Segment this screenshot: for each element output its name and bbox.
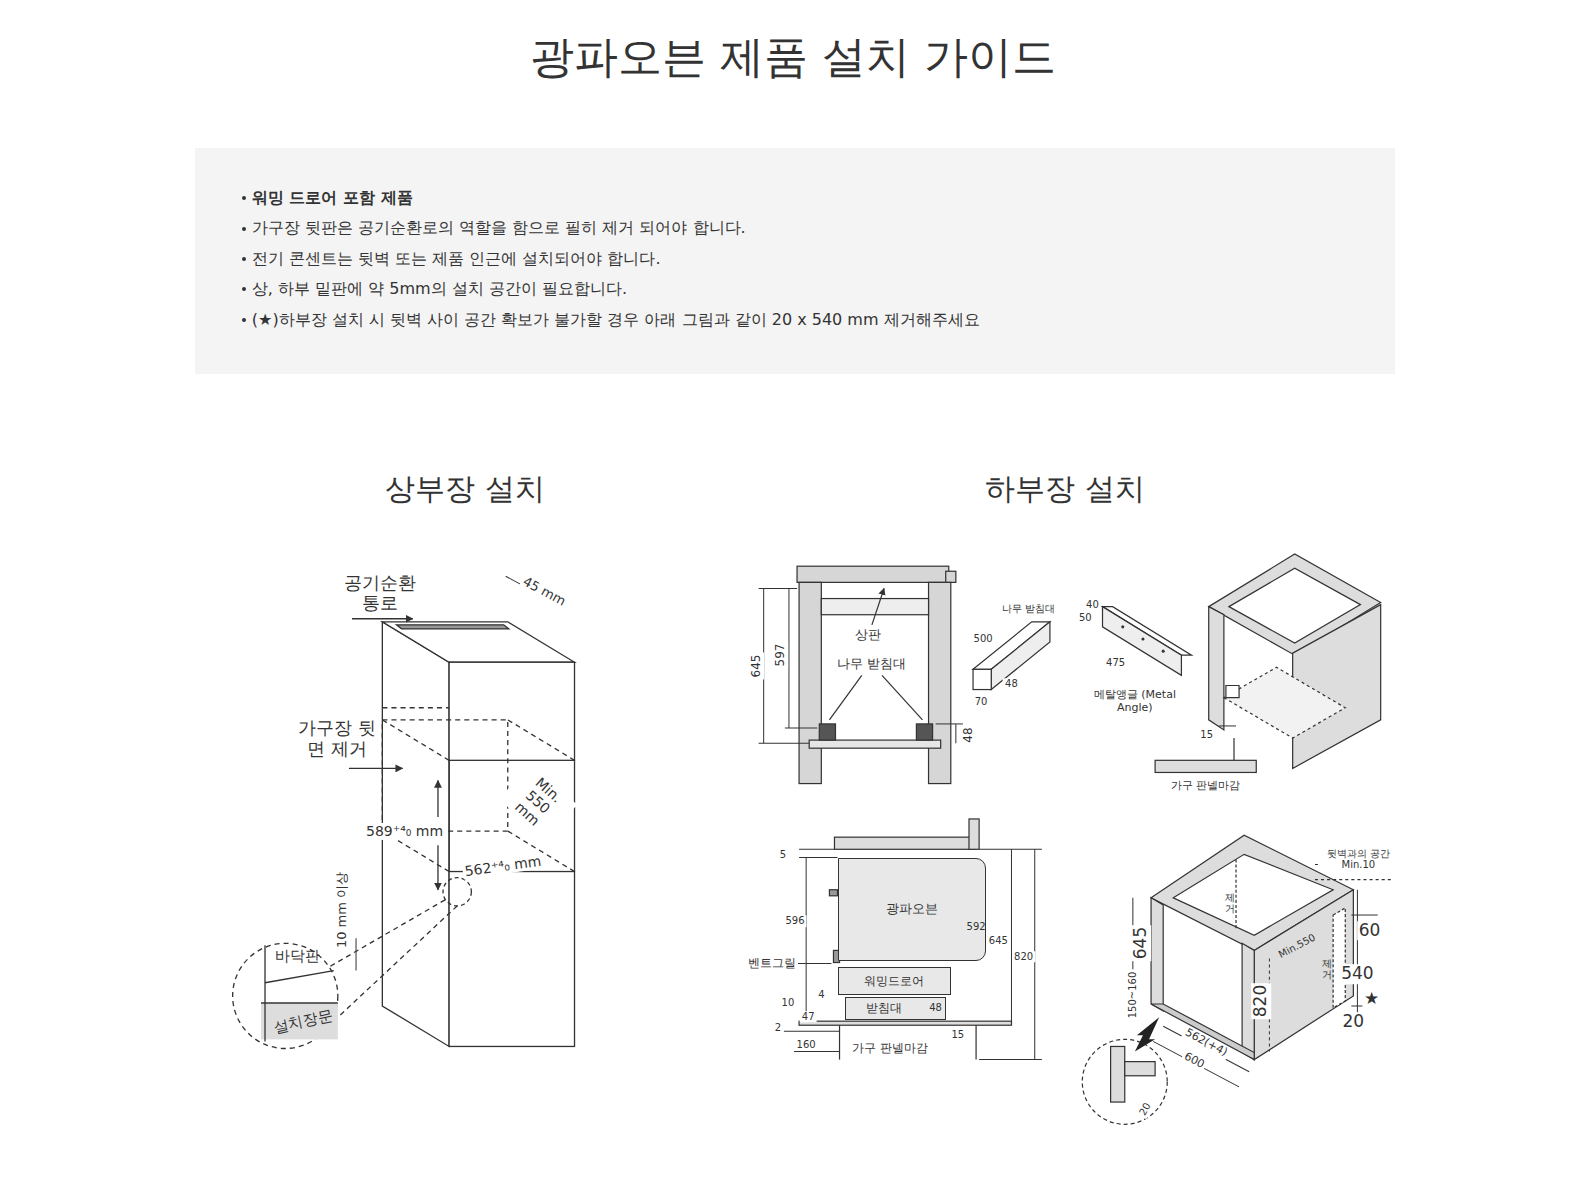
dimension-label: 15 <box>1198 730 1215 742</box>
section-heading: 상부장 설치 <box>383 471 547 506</box>
dimension-label: 160 <box>795 1039 818 1051</box>
dimension-label: 20 <box>1341 1012 1367 1032</box>
dimension-label: 2 <box>773 1022 783 1034</box>
part-label: Min. 550 mm <box>499 763 577 840</box>
part-name: 광파오븐 <box>886 900 938 918</box>
part-label: 메탈앵글 (Metal Angle) <box>1087 689 1183 714</box>
dimension-label: 500 <box>972 634 995 646</box>
note-text: 상, 하부 밑판에 약 5mm의 설치 공간이 필요합니다. <box>252 279 627 299</box>
dimension-label: 10 <box>780 998 797 1010</box>
dimension-label: 600 <box>1180 1050 1208 1073</box>
bullet-dot <box>242 196 246 200</box>
part-label: 공기순환 통로 <box>336 573 424 614</box>
part-label: 뒷벽과의 공간 Min.10 <box>1320 847 1396 870</box>
dimension-label: 820 <box>1252 983 1272 1019</box>
part-label: 제거 <box>1225 892 1235 914</box>
part-label: 나무 받침대 <box>837 656 906 671</box>
part-name: 받침대 <box>866 1000 902 1017</box>
part-label: 45 mm <box>519 573 570 610</box>
dimension-label: 48 <box>1003 678 1020 690</box>
part-label: 589⁺⁴₀ mm <box>364 823 445 839</box>
dimension-label: 5 <box>778 849 788 861</box>
dimension-label: 48 <box>929 1003 942 1015</box>
dimension-label: 48 <box>962 726 976 745</box>
bullet-dot <box>242 318 246 322</box>
dimension-label: 645 <box>1131 924 1151 960</box>
note-panel: 워밍 드로어 포함 제품가구장 뒷판은 공기순환로의 역할을 함으로 필히 제거… <box>195 148 1395 375</box>
dimension-label: 4 <box>816 990 826 1002</box>
dimension-label: ★ <box>1362 990 1381 1010</box>
part-label: 벤트그릴 <box>746 957 798 971</box>
part-name: 워밍드로어 <box>864 973 924 990</box>
bullet-dot <box>242 287 246 291</box>
section-heading: 하부장 설치 <box>983 471 1147 506</box>
part-label: 가구장 뒷면 제거 <box>293 719 381 760</box>
part-label: 제거 <box>1322 958 1332 980</box>
dimension-label: 820 <box>1012 951 1035 963</box>
part-label: 가구 판넬마감 <box>850 1042 930 1056</box>
dimension-label: 15 <box>949 1029 966 1041</box>
dimension-label: 592 <box>967 921 986 933</box>
note-text: (★)하부장 설치 시 뒷벽 사이 공간 확보가 불가할 경우 아래 그림과 같… <box>252 310 980 330</box>
bullet-dot <box>242 257 246 261</box>
dimension-label: 475 <box>1104 657 1127 669</box>
page-title: 광파오븐 제품 설치 가이드 <box>0 32 1586 83</box>
note-heading: 워밍 드로어 포함 제품 <box>252 188 413 208</box>
dimension-label: 645 <box>750 652 764 679</box>
part-label: 바닥판 <box>275 948 320 965</box>
dimension-label: 645 <box>987 935 1010 947</box>
dimension-label: 596 <box>783 916 806 928</box>
dimension-label: 47 <box>800 1011 817 1023</box>
note-text: 가구장 뒷판은 공기순환로의 역할을 함으로 필히 제거 되어야 합니다. <box>252 218 746 238</box>
dimension-label: 60 <box>1357 921 1383 941</box>
part-label: 10 mm 이상 <box>334 870 349 950</box>
dimension-label: 597 <box>774 642 788 669</box>
part-label: 상판 <box>855 628 881 643</box>
dimension-label: 40 <box>1084 599 1101 611</box>
dimension-label: 150~160 <box>1127 970 1139 1021</box>
part-box: 워밍드로어 <box>838 967 951 995</box>
part-box: 광파오븐 <box>838 858 987 961</box>
dimension-label: 50 <box>1077 612 1094 624</box>
bullet-dot <box>242 227 246 231</box>
dimension-label: 540 <box>1339 964 1375 984</box>
dimension-label: 70 <box>973 696 990 708</box>
note-text: 전기 콘센트는 뒷벽 또는 제품 인근에 설치되어야 합니다. <box>252 249 661 269</box>
part-label: 나무 받침대 <box>1000 603 1057 615</box>
part-label: 가구 판넬마감 <box>1169 780 1243 793</box>
